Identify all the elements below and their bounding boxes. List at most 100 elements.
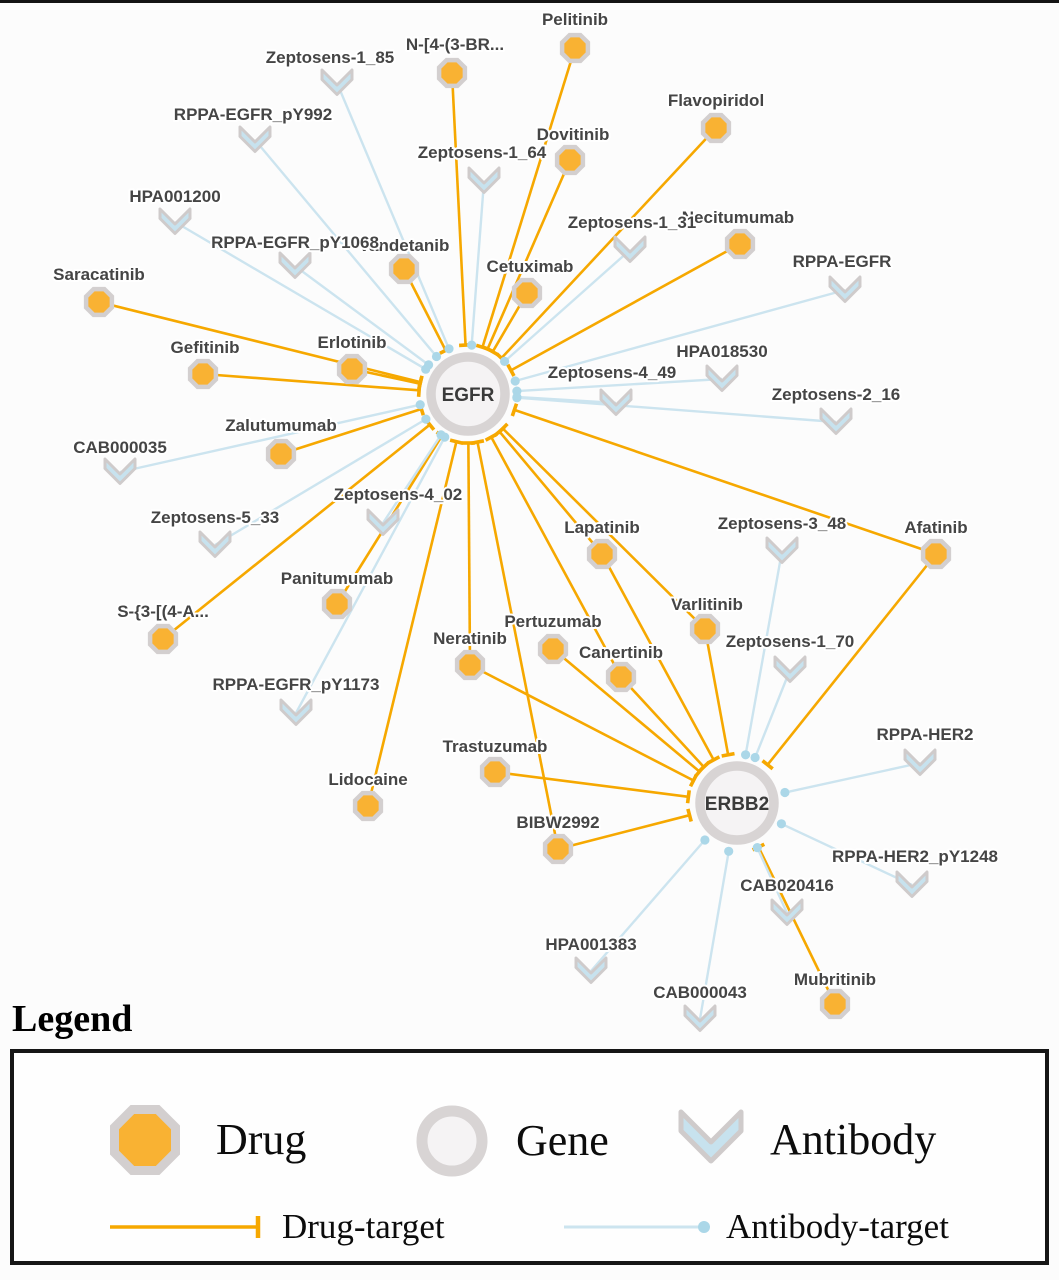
drug-target-edge xyxy=(280,407,422,456)
antibody-node-zeptosens-4-02 xyxy=(366,508,400,536)
antibody-target-edge xyxy=(514,288,846,383)
drug-target-end-bar xyxy=(449,438,464,445)
antibody-target-edge xyxy=(381,434,443,524)
edge-layer xyxy=(98,47,938,1020)
node-label-saracatinib: Saracatinib xyxy=(53,265,145,284)
node-label-zeptosens-4-49: Zeptosens-4_49 xyxy=(548,363,677,382)
antibody-target-end-dot xyxy=(512,393,522,403)
drug-target-edge xyxy=(757,846,837,1005)
antibody-node-zeptosens-1-31 xyxy=(613,235,647,263)
legend-item-gene: Gene xyxy=(412,1101,609,1181)
antibody-target-edge xyxy=(294,436,446,714)
node-label-lapatinib: Lapatinib xyxy=(564,518,640,537)
drug-target-edge xyxy=(513,408,937,556)
node-label-varlitinib: Varlitinib xyxy=(671,595,743,614)
drug-target-edge xyxy=(450,72,467,346)
drug-node-vandetanib xyxy=(388,253,420,285)
node-label-zeptosens-5-33: Zeptosens-5_33 xyxy=(151,508,280,527)
drug-node-pelitinib xyxy=(559,32,591,64)
drug-node-varlitinib xyxy=(689,613,721,645)
drug-target-edge xyxy=(510,242,741,372)
node-label-pertuzumab: Pertuzumab xyxy=(504,612,601,631)
drug-node-lapatinib xyxy=(586,538,618,570)
drug-target-edge xyxy=(766,553,938,766)
antibody-node-zeptosens-5-33 xyxy=(198,530,232,558)
antibody-node-zeptosens-1-85 xyxy=(320,68,354,96)
legend-item-antibody-target: Antibody-target xyxy=(562,1209,949,1244)
drug-target-edge xyxy=(486,159,572,350)
antibody-target-end-dot xyxy=(780,787,790,798)
antibody-target-edge xyxy=(590,839,706,972)
drug-target-edge xyxy=(498,430,603,555)
drug-node-dovitinib xyxy=(554,144,586,176)
node-label-zeptosens-1-85: Zeptosens-1_85 xyxy=(266,48,395,67)
drug-target-edge xyxy=(467,442,472,666)
antibody-target-end-dot xyxy=(776,819,787,829)
drug-node-cetuximab xyxy=(511,277,543,309)
legend-drug-label: Drug xyxy=(216,1115,307,1164)
node-label-rppa-her2-py1248: RPPA-HER2_pY1248 xyxy=(832,847,998,866)
drug-target-edge-icon xyxy=(110,1215,261,1238)
drug-target-end-bar xyxy=(707,755,721,765)
antibody-node-zeptosens-1-64 xyxy=(467,166,501,194)
node-label-bibw2992: BIBW2992 xyxy=(516,813,599,832)
drug-node-trastuzumab xyxy=(479,756,511,788)
legend-item-drug: Drug xyxy=(102,1097,306,1183)
legend-item-drug-target: Drug-target xyxy=(106,1209,445,1244)
drug-target-edge xyxy=(552,648,701,773)
node-label-neratinib: Neratinib xyxy=(433,629,507,648)
antibody-node-rppa-her2 xyxy=(903,748,937,776)
antibody-target-edge xyxy=(174,220,427,371)
drug-target-edge xyxy=(557,813,690,851)
antibody-node-cab000035 xyxy=(103,457,137,485)
drug-target-end-bar xyxy=(686,808,693,822)
antibody-target-end-dot xyxy=(724,846,734,856)
antibody-node-rppa-egfr-py1068 xyxy=(278,251,312,279)
drug-target-end-bar xyxy=(685,790,691,804)
drug-node-gefitinib xyxy=(187,358,219,390)
antibody-target-edge xyxy=(780,822,913,887)
gene-label-egfr: EGFR xyxy=(442,385,495,406)
node-label-afatinib: Afatinib xyxy=(904,518,967,537)
drug-target-end-bar xyxy=(697,761,710,773)
gene-circle-icon xyxy=(416,1105,488,1177)
antibody-target-end-dot xyxy=(752,843,762,853)
node-label-trastuzumab: Trastuzumab xyxy=(443,737,548,756)
antibody-node-rppa-egfr-py1173 xyxy=(279,698,313,726)
node-label-zeptosens-1-31: Zeptosens-1_31 xyxy=(568,213,697,232)
drug-target-edge xyxy=(162,423,431,641)
antibody-node-rppa-her2-py1248 xyxy=(895,870,929,898)
node-label-cab000035: CAB000035 xyxy=(73,438,167,457)
node-label-zeptosens-1-70: Zeptosens-1_70 xyxy=(726,632,855,651)
antibody-target-end-dot xyxy=(750,752,760,763)
node-label-zeptosens-4-02: Zeptosens-4_02 xyxy=(334,485,463,504)
drug-node-flavopiridol xyxy=(700,112,732,144)
antibody-target-end-dot xyxy=(424,360,434,370)
node-layer xyxy=(83,32,952,1032)
node-label-gefitinib: Gefitinib xyxy=(171,338,240,357)
antibody-target-end-dot xyxy=(500,356,510,366)
node-label-rppa-egfr-py1173: RPPA-EGFR_pY1173 xyxy=(213,675,380,694)
node-label-rppa-egfr-py992: RPPA-EGFR_pY992 xyxy=(174,105,332,124)
drug-target-edge xyxy=(703,628,730,756)
node-label-vandetanib: Vandetanib xyxy=(359,236,450,255)
drug-node-panitumumab xyxy=(321,588,353,620)
legend-drug-target-label: Drug-target xyxy=(282,1207,445,1246)
antibody-target-edge xyxy=(516,377,723,393)
drug-node-canertinib xyxy=(605,661,637,693)
antibody-target-edge xyxy=(698,851,730,1020)
antibody-node-rppa-egfr-py992 xyxy=(238,125,272,153)
drug-target-edge xyxy=(202,372,420,392)
antibody-target-end-dot xyxy=(421,414,431,424)
drug-target-end-bar xyxy=(496,422,509,435)
node-label-pelitinib: Pelitinib xyxy=(542,10,608,29)
antibody-target-edge xyxy=(754,669,792,758)
node-label-erlotinib: Erlotinib xyxy=(318,333,387,352)
antibody-node-zeptosens-1-70 xyxy=(773,655,807,683)
antibody-node-rppa-egfr xyxy=(828,275,862,303)
drug-target-end-bar xyxy=(688,773,699,788)
antibody-target-edge xyxy=(744,550,784,755)
antibody-target-end-dot xyxy=(431,351,442,362)
antibody-target-edge xyxy=(516,396,837,424)
node-label-flavopiridol: Flavopiridol xyxy=(668,91,764,110)
